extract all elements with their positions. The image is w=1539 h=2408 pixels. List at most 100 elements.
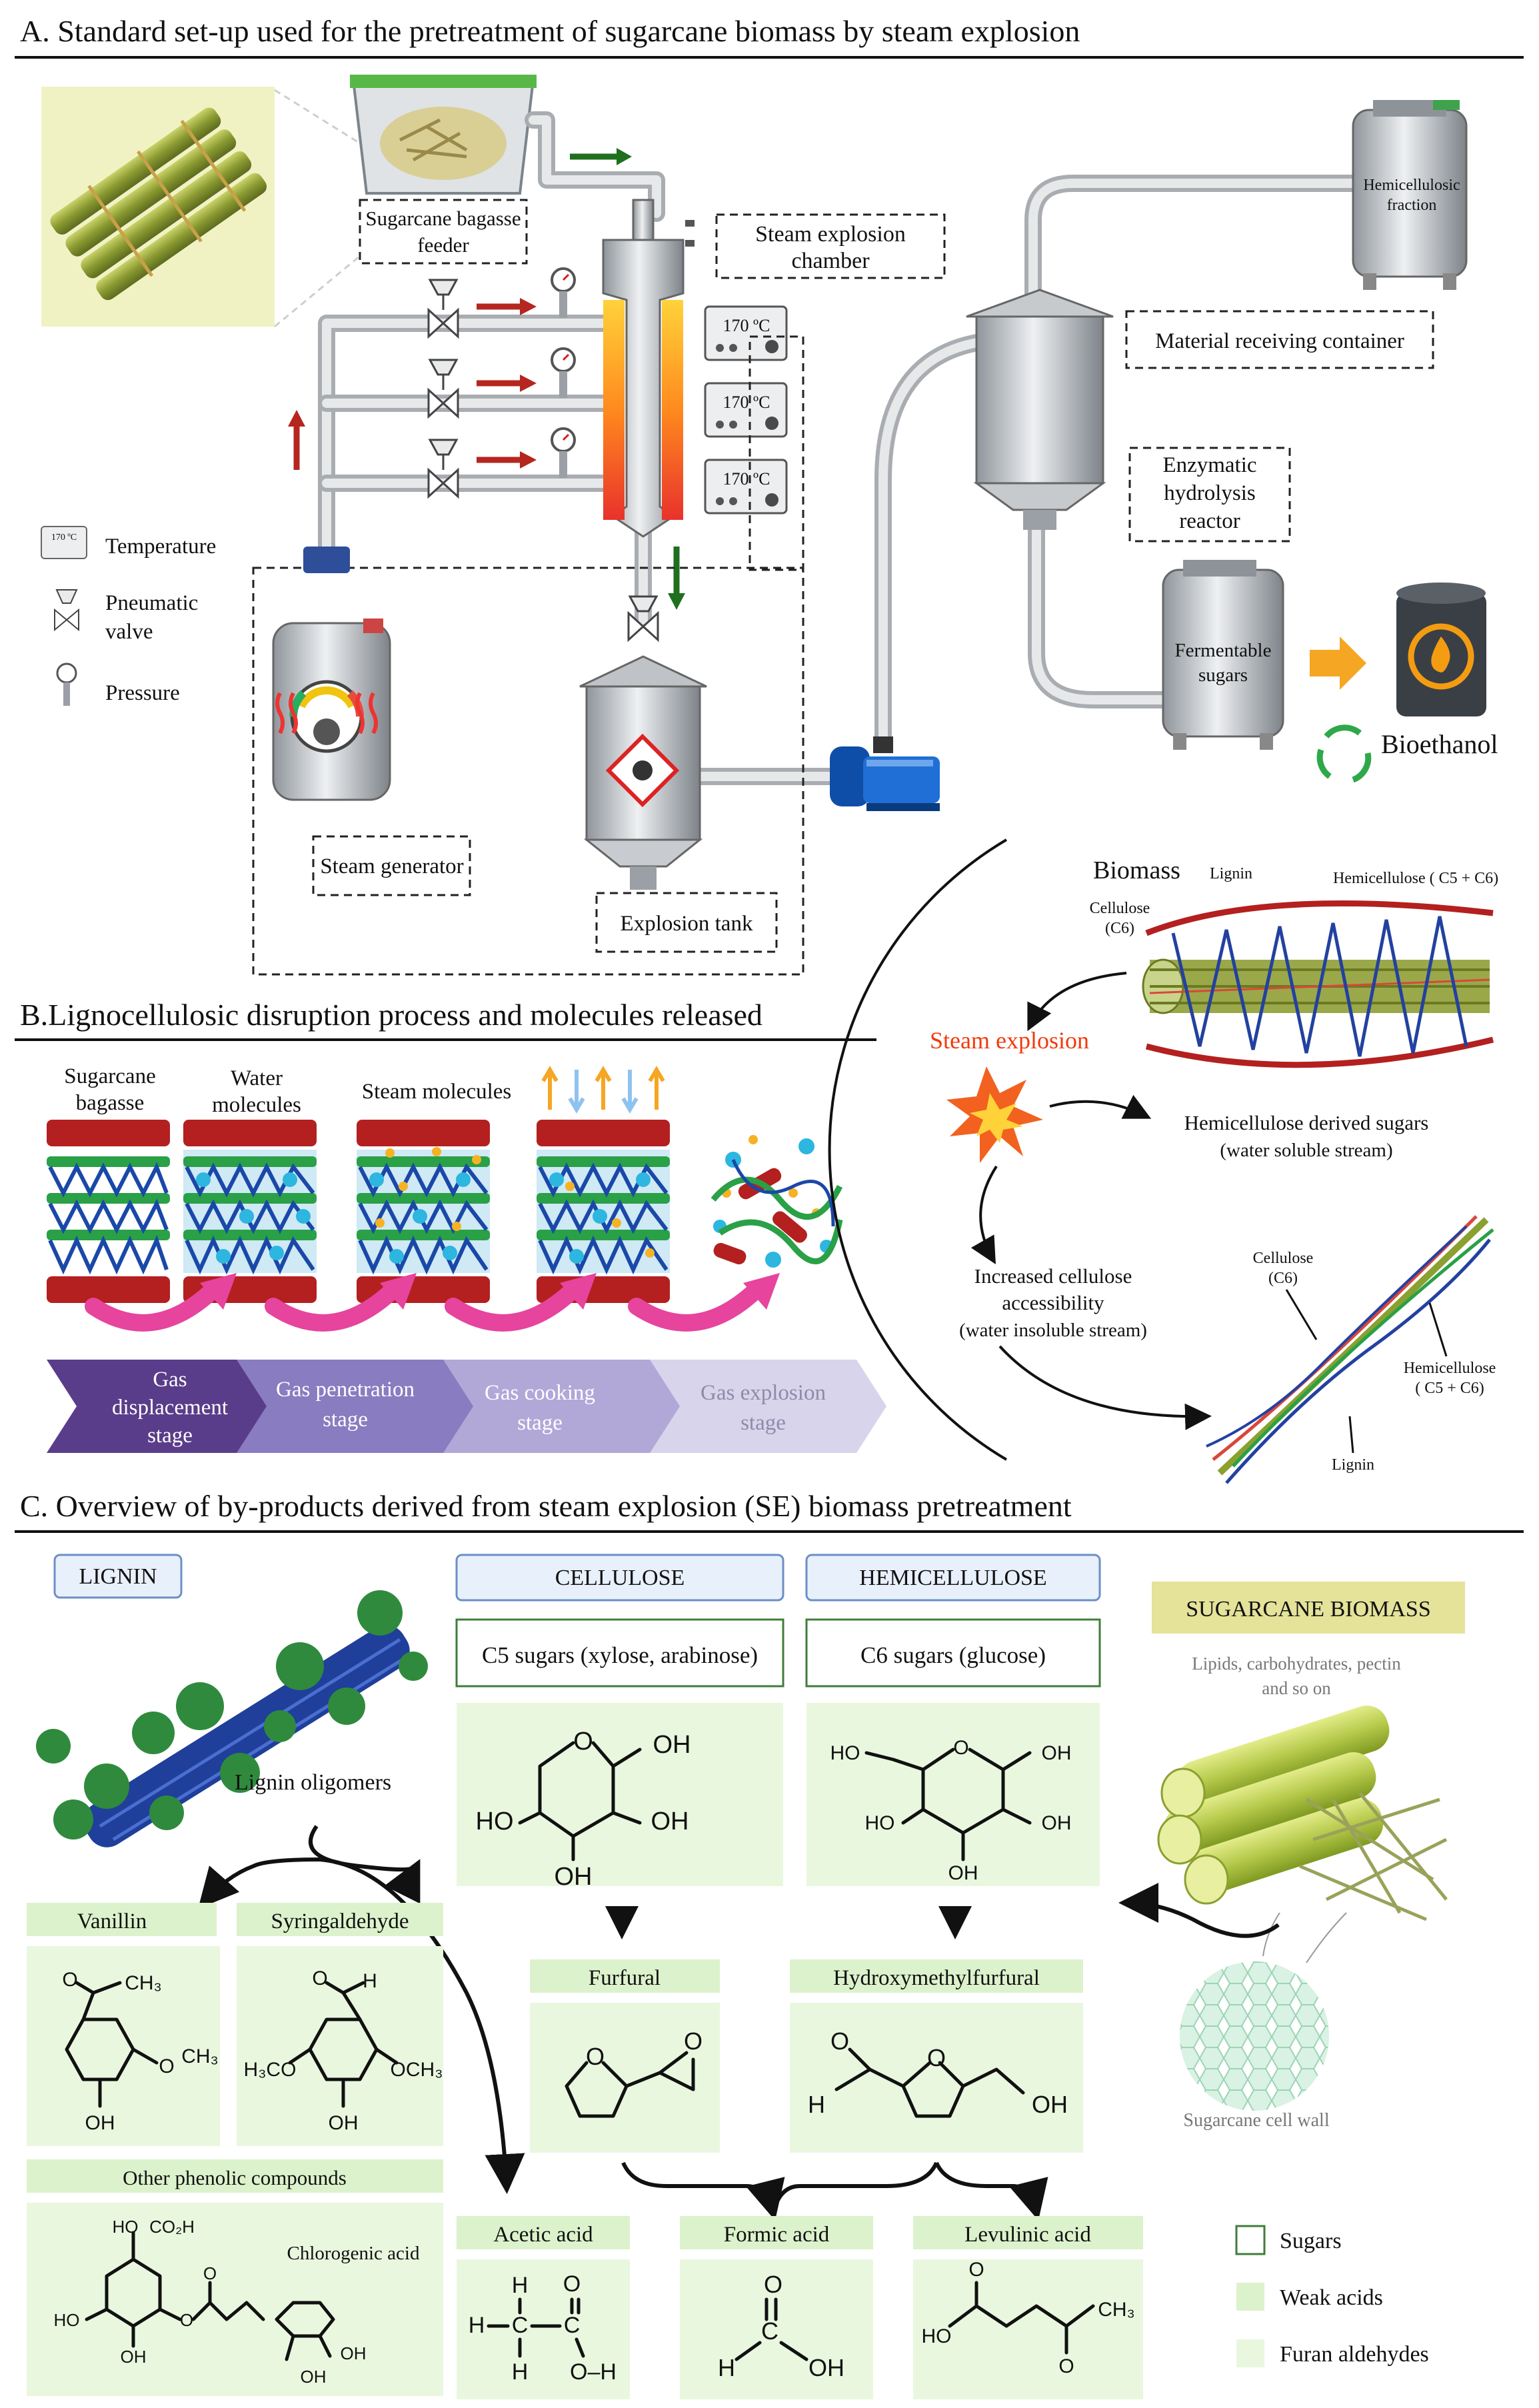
chevron-stage-3 [433,1360,680,1453]
chlorogenic-acid-structure: HO CO₂H HO OH O O OH OH Chlorogenic acid [27,2203,443,2396]
svg-text:SUGARCANE BIOMASS: SUGARCANE BIOMASS [1186,1597,1430,1622]
svg-text:displacement: displacement [112,1396,228,1420]
steam-generator [272,547,391,801]
orange-arrow [1310,636,1366,690]
svg-text:CH₃: CH₃ [1098,2299,1135,2321]
svg-text:(water insoluble stream): (water insoluble stream) [959,1320,1147,1341]
cellulose2-label: Cellulose [1253,1250,1314,1267]
legend-sugars: Sugars [1280,2229,1342,2253]
sugarcane-biomass-header [1152,1582,1465,1634]
svg-text:HO: HO [865,1812,895,1834]
temperature-displays: 170 ºC 170 ºC 170 ºC [704,305,788,515]
svg-text:Pressure: Pressure [105,681,180,705]
svg-text:O: O [203,2263,217,2283]
svg-text:Temperature: Temperature [105,535,216,559]
svg-text:Other phenolic compounds: Other phenolic compounds [123,2166,347,2189]
svg-text:HO: HO [113,2217,139,2237]
svg-text:OH: OH [1042,1812,1072,1834]
receiving-label: Material receiving container [1125,310,1434,369]
furfural-header [530,1959,720,1993]
stack-labels: Sugarcane bagasse Water molecules Steam … [64,1064,511,1117]
svg-text:C: C [761,2317,778,2345]
svg-text:OH: OH [808,2354,844,2381]
svg-text:OCH₃: OCH₃ [391,2059,443,2081]
svg-text:OH: OH [1042,1742,1072,1764]
vanillin-structure: O CH₃ O CH₃ OH [27,1946,220,2146]
svg-text:H₃CO: H₃CO [244,2059,297,2081]
svg-text:Enzymatic: Enzymatic [1162,453,1256,477]
biomass-desc: Lipids, carbohydrates, pectin [1192,1654,1401,1674]
svg-text:O: O [968,2259,984,2281]
syringaldehyde-header [237,1903,443,1936]
lignocellulose-stacks [47,1066,843,1303]
svg-text:O–H: O–H [570,2359,617,2385]
svg-text:stage: stage [147,1424,193,1448]
flow-arrows [288,148,685,610]
explosion-tank [579,655,707,890]
svg-text:Furfural: Furfural [589,1966,661,1990]
svg-text:O: O [684,2027,703,2055]
svg-text:C6 sugars (glucose): C6 sugars (glucose) [860,1642,1046,1668]
steam-explosion-label: Steam explosion [930,1027,1089,1054]
svg-text:Pneumatic: Pneumatic [105,591,198,615]
enzymatic-label: Enzymatic hydrolysis reactor [1128,447,1291,543]
svg-text:HO: HO [922,2325,952,2347]
svg-text:stage: stage [517,1411,563,1435]
lignin-oligomer-illustration [36,1590,428,1847]
svg-text:Gas penetration: Gas penetration [276,1378,415,1402]
svg-text:fraction: fraction [1387,197,1437,214]
svg-text:Levulinic acid: Levulinic acid [964,2223,1091,2247]
svg-text:H: H [363,1970,377,1992]
lignin-header [53,1554,183,1599]
svg-text:(C6): (C6) [1105,920,1134,937]
svg-text:H: H [512,2359,529,2385]
hmf-structure: O O H OH [790,2003,1083,2153]
biomass-label: Biomass [1093,856,1180,884]
svg-text:O: O [573,1728,593,1756]
lignin-oligomers-label: Lignin oligomers [235,1770,391,1795]
svg-text:O: O [62,1969,77,1991]
svg-text:sugars: sugars [1198,664,1248,686]
svg-text:C: C [512,2313,529,2338]
hemicellulose-header [805,1554,1101,1602]
levulinic-header [913,2216,1143,2249]
levulinic-structure: O HO CH₃ O [913,2259,1143,2399]
temp-display-1: 170 ºC [723,316,770,335]
svg-text:bagasse: bagasse [76,1091,145,1115]
feeder-label: Sugarcane bagasse feeder [359,199,528,265]
panel-b-title: B.Lignocellulosic disruption process and… [20,998,763,1032]
svg-text:LIGNIN: LIGNIN [79,1564,157,1589]
hemicellulosic-tank [1352,100,1468,290]
feeder-hopper [350,75,537,195]
svg-text:CH₃: CH₃ [125,1972,162,1994]
svg-text:C5 sugars (xylose, arabinose): C5 sugars (xylose, arabinose) [482,1642,758,1668]
bioethanol-label: Bioethanol [1381,729,1498,759]
sugarcane-biomass-illustration [1157,1706,1448,1921]
svg-text:Steam explosion: Steam explosion [755,222,906,247]
svg-text:170 ºC: 170 ºC [51,533,77,543]
temp-display-2: 170 ºC [723,393,770,412]
cellulose-header [455,1554,784,1602]
svg-text:O: O [830,2027,849,2055]
glucose-structure: O OH OH OH HO HO [806,1703,1100,1886]
stage-chevrons: Gas displacement stage Gas penetration s… [47,1360,886,1453]
receiving-separator [966,289,1114,530]
svg-text:Water: Water [231,1066,283,1090]
svg-text:H: H [469,2313,485,2338]
c6-sugars-box [805,1618,1101,1688]
svg-text:Gas: Gas [153,1368,187,1392]
svg-text:chamber: chamber [791,249,870,273]
svg-text:OH: OH [301,2367,327,2387]
chevron-stage-1 [47,1360,267,1453]
svg-text:HO: HO [54,2310,80,2330]
triangle-arrow-c5 [605,1906,639,1939]
svg-text:CH₃: CH₃ [181,2045,219,2067]
steam-loop-outline [252,567,804,976]
temp-display-3: 170 ºC [723,469,770,489]
svg-text:OH: OH [651,1807,689,1835]
c5-sugars-box [455,1618,784,1688]
svg-text:Explosion tank: Explosion tank [621,912,753,936]
panel-c-legend: Sugars Weak acids Furan aldehydes [1235,2225,1429,2367]
formic-structure: O C H OH [680,2259,873,2399]
svg-text:OH: OH [85,2112,115,2134]
